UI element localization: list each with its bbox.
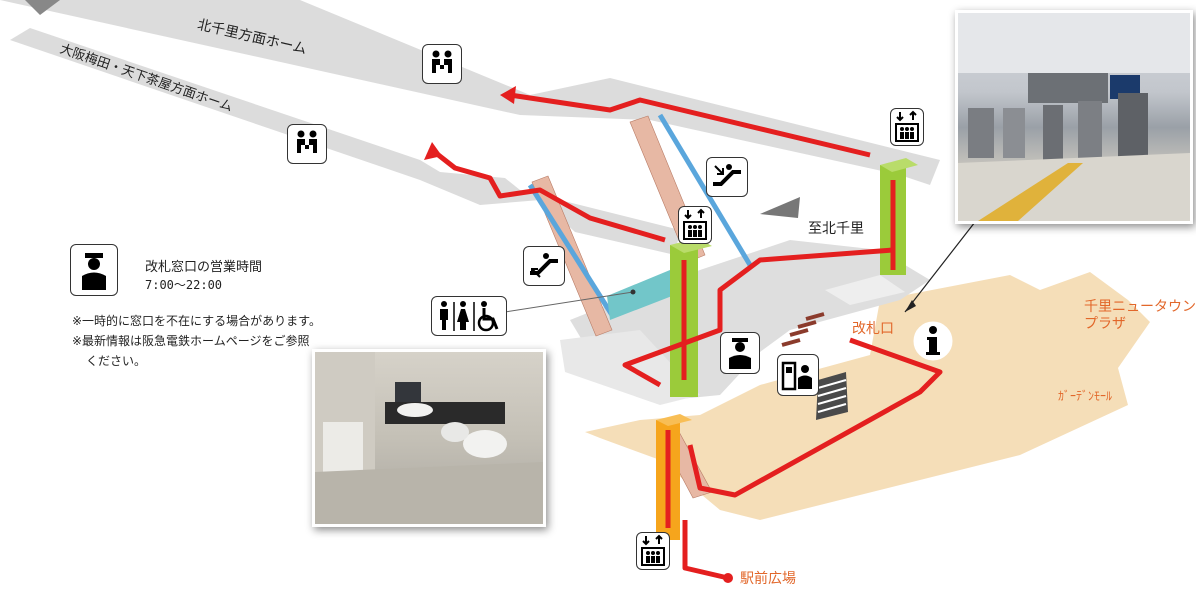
waiting-room-icon: [432, 50, 452, 73]
toilet-photo: [312, 349, 546, 527]
info-note1: ※一時的に窓口を不在にする場合があります。: [72, 314, 321, 328]
escalator-up-icon: [530, 253, 558, 278]
plaza-label-line2: プラザ: [1084, 316, 1126, 332]
station-staff-legend-icon: [70, 244, 118, 296]
information-icon: [913, 321, 953, 361]
escalator-down-icon-box: [706, 157, 748, 197]
direction-arrow-top: [25, 0, 60, 15]
toilet-photo-drawing: [315, 352, 543, 524]
route-arrow-south: [424, 142, 442, 160]
waiting-room-icon: [297, 130, 317, 153]
gate-area: [825, 275, 905, 305]
escalator-up-icon-box: [523, 246, 565, 286]
ticket-gate-photo: [955, 10, 1193, 224]
stairway-hatch: [816, 372, 848, 420]
elevator-icon-ground: [636, 532, 670, 570]
ticket-office-icon: [781, 361, 812, 391]
toilet-icon: [440, 301, 499, 332]
info-note2: ※最新情報は阪急電鉄ホームページをご参照: [72, 334, 310, 348]
escalator-lines: [527, 113, 753, 317]
route-end-dot: [723, 573, 733, 583]
elevator-icon: [683, 208, 707, 240]
elevator-icon: [641, 534, 665, 566]
elevator-icon-mezzanine: [678, 206, 712, 244]
north-platform: [0, 0, 940, 185]
direction-arrow-north: [760, 197, 800, 218]
toilet-icon-box: [431, 296, 507, 336]
ticket-gates: [781, 312, 825, 347]
gate-callout-line: [904, 221, 976, 313]
station-staff-map-icon: [720, 332, 760, 374]
ticket-gate-label: 改札口: [852, 321, 894, 337]
ticket-office-icon-box: [777, 354, 819, 396]
elevator-lobby-teal: [607, 270, 672, 320]
station-staff-icon: [82, 253, 106, 290]
info-note3: ください。: [86, 354, 147, 368]
elevator-icon: [895, 110, 919, 142]
concourse-floor: [585, 272, 1150, 520]
mall-label: ｶﾞｰﾃﾞﾝﾓｰﾙ: [1058, 389, 1113, 403]
elevator-icon-gate: [890, 108, 924, 146]
south-platform: [10, 28, 680, 255]
route-arrow-north: [500, 86, 516, 104]
waiting-room-icon-north: [422, 44, 462, 84]
station-staff-icon: [729, 338, 751, 369]
gate-photo-drawing: [958, 13, 1190, 221]
info-hours: 7:00～22:00: [145, 278, 223, 292]
escalator-down-icon: [713, 164, 741, 186]
waiting-room-icon-south: [287, 124, 327, 164]
direction-label: 至北千里: [808, 221, 864, 237]
plaza-label-line1: 千里ニュータウン: [1084, 299, 1196, 315]
info-title: 改札窓口の営業時間: [145, 260, 263, 275]
toilet-callout-line: [504, 291, 634, 313]
route-lines: [430, 92, 943, 581]
station-front-label: 駅前広場: [740, 571, 796, 587]
